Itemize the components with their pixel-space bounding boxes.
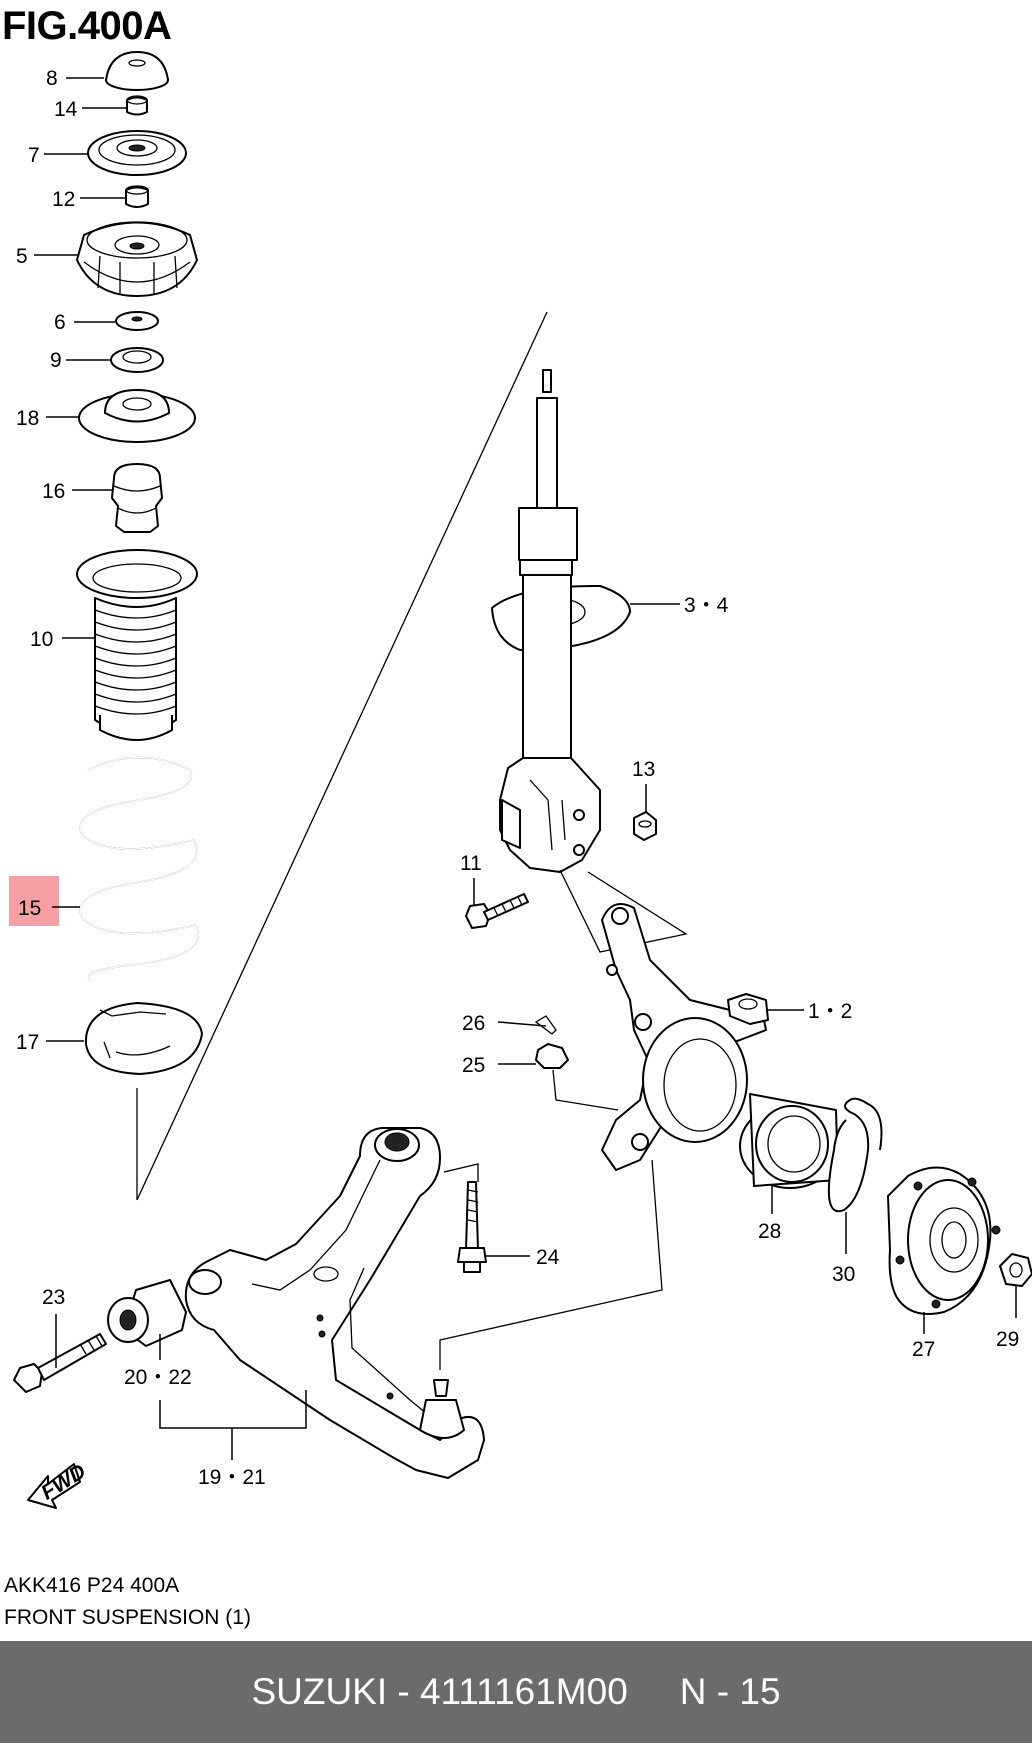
callout-8[interactable]: 8: [46, 67, 58, 90]
callout-11[interactable]: 11: [460, 852, 482, 875]
callout-24[interactable]: 24: [536, 1246, 560, 1269]
part-10-boot[interactable]: [76, 549, 198, 741]
callout-16[interactable]: 16: [42, 480, 65, 503]
part-13-nut[interactable]: [633, 811, 657, 841]
part-12-nut[interactable]: [125, 185, 149, 208]
part-20-22-bushing[interactable]: [107, 1279, 187, 1347]
part-19-21-arm[interactable]: [184, 1127, 485, 1479]
part-11-bolt[interactable]: [465, 893, 529, 929]
part-9-bearing[interactable]: [110, 347, 164, 373]
footer-part-number: SUZUKI - 4111161M00: [251, 1671, 628, 1712]
fwd-arrow-icon: FWD: [27, 1460, 90, 1509]
part-5-mount[interactable]: [76, 221, 198, 297]
footer-bar: SUZUKI - 4111161M00 N - 15: [0, 1641, 1032, 1743]
figure-caption: FRONT SUSPENSION (1): [4, 1606, 251, 1629]
fwd-label: FWD: [37, 1460, 90, 1505]
part-29-nut[interactable]: [999, 1253, 1032, 1287]
callout-14[interactable]: 14: [54, 98, 78, 121]
callout-13[interactable]: 13: [632, 758, 655, 781]
callout-1-2[interactable]: 1・2: [808, 1000, 852, 1023]
exploded-diagram: FWD 8 14 7 12 5 6 9 18 16 10 15 17 3・4 1…: [9, 51, 1032, 1509]
callout-7[interactable]: 7: [28, 144, 40, 167]
part-1-2-knuckle[interactable]: [601, 903, 769, 1171]
callout-20-22[interactable]: 20・22: [124, 1366, 192, 1389]
callout-29[interactable]: 29: [996, 1328, 1019, 1351]
part-8-cap[interactable]: [105, 51, 169, 91]
part-15-spring[interactable]: [79, 756, 199, 981]
highlight-box-15[interactable]: [9, 876, 59, 926]
part-23-bolt[interactable]: [13, 1333, 107, 1393]
reference-code: AKK416 P24 400A: [4, 1574, 180, 1597]
part-26-clip[interactable]: [534, 1015, 557, 1035]
callout-10[interactable]: 10: [30, 628, 53, 651]
callout-12[interactable]: 12: [52, 188, 75, 211]
callout-26[interactable]: 26: [462, 1012, 485, 1035]
part-25-nut[interactable]: [535, 1043, 569, 1069]
callout-27[interactable]: 27: [912, 1338, 935, 1361]
part-28-bearing[interactable]: [739, 1093, 841, 1189]
callout-18[interactable]: 18: [16, 407, 39, 430]
callout-15[interactable]: 15: [18, 897, 41, 920]
callout-3-4[interactable]: 3・4: [684, 594, 729, 617]
part-27-hub[interactable]: [887, 1166, 1001, 1315]
callout-28[interactable]: 28: [758, 1220, 781, 1243]
part-30-circlip[interactable]: [827, 1097, 883, 1213]
callout-30[interactable]: 30: [832, 1263, 855, 1286]
part-24-bolt[interactable]: [457, 1181, 487, 1273]
part-3-4-strut[interactable]: [491, 369, 631, 873]
callout-17[interactable]: 17: [16, 1031, 39, 1054]
part-14-nut[interactable]: [126, 95, 148, 116]
callout-25[interactable]: 25: [462, 1054, 485, 1077]
callout-9[interactable]: 9: [50, 349, 62, 372]
part-16-bumpstop[interactable]: [111, 463, 163, 533]
callout-19-21[interactable]: 19・21: [198, 1466, 266, 1489]
part-18-seat[interactable]: [78, 389, 196, 443]
callout-5[interactable]: 5: [16, 245, 28, 268]
part-6-washer[interactable]: [115, 311, 159, 331]
figure-title: FIG.400A: [2, 4, 172, 48]
part-17-seat[interactable]: [84, 1002, 203, 1075]
part-7-plate[interactable]: [87, 130, 187, 176]
callout-23[interactable]: 23: [42, 1286, 65, 1309]
callout-6[interactable]: 6: [54, 311, 66, 334]
footer-page: N - 15: [679, 1671, 781, 1712]
